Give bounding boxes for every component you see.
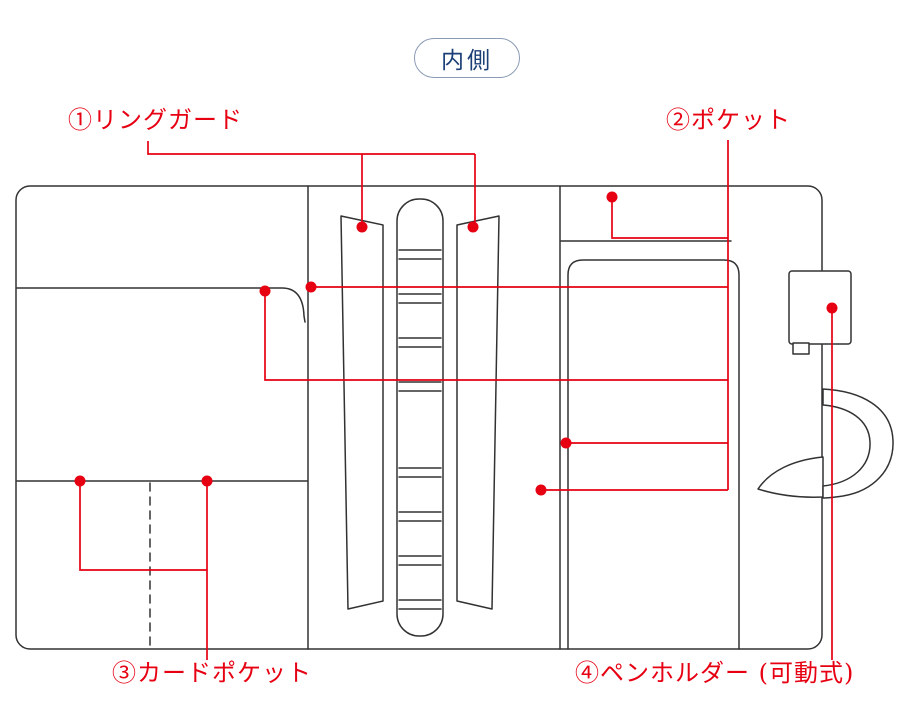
callouts — [74, 140, 838, 660]
callout-pen-holder — [826, 302, 838, 660]
binder-line-art — [15, 185, 823, 650]
callout-ring-guard — [147, 141, 479, 233]
callout-pocket — [259, 140, 729, 496]
pen-holder-body — [788, 270, 852, 345]
ring-slots — [398, 249, 442, 610]
label-pocket: ②ポケット — [666, 106, 791, 134]
callout-card-pocket — [74, 475, 213, 660]
closure-strap — [757, 388, 894, 499]
callout-dot — [467, 221, 479, 233]
callout-dot — [356, 221, 368, 233]
callout-dot — [259, 285, 271, 297]
label-pen-holder: ④ペンホルダー (可動式) — [575, 659, 855, 687]
strap-loop — [822, 388, 894, 499]
callout-dot — [535, 484, 547, 496]
title-badge: 内側 — [414, 38, 520, 78]
ring-guard-left — [340, 215, 384, 610]
callout-dot — [305, 281, 317, 293]
pen-holder — [788, 270, 852, 355]
right-large-pocket — [567, 259, 740, 650]
callout-dot — [606, 191, 618, 203]
callout-dot — [826, 302, 838, 314]
spine-bar — [396, 198, 444, 637]
ring-guard-right — [456, 215, 500, 610]
strap-tip — [757, 456, 824, 498]
label-ring-guard: ①リングガード — [68, 106, 243, 134]
pen-holder-tab — [792, 342, 810, 355]
callout-dot — [560, 437, 572, 449]
callout-dot — [201, 475, 213, 487]
title-text: 内側 — [441, 48, 493, 74]
callout-dot — [74, 475, 86, 487]
cover-outline — [15, 185, 823, 650]
label-card-pocket: ③カードポケット — [112, 659, 312, 687]
left-pocket-edge — [16, 287, 306, 323]
